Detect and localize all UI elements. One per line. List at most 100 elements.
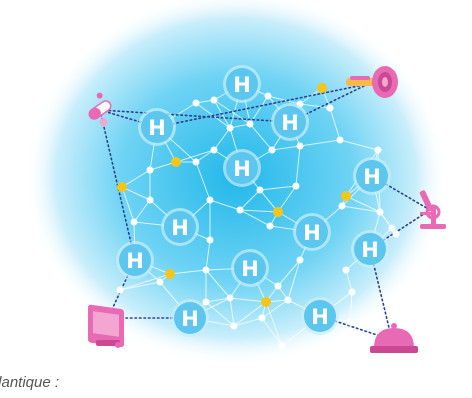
- network-node: [230, 322, 238, 330]
- hub-label: H: [233, 157, 251, 181]
- hub-label: H: [181, 307, 199, 331]
- mesh-line: [329, 107, 341, 141]
- mesh-line: [259, 185, 297, 191]
- data-node: [171, 157, 181, 167]
- mesh-line: [233, 317, 263, 327]
- mesh-line: [261, 299, 289, 319]
- network-node: [274, 282, 282, 290]
- hospital-hub: H: [161, 208, 199, 246]
- network-node: [258, 314, 266, 322]
- network-node: [226, 124, 234, 132]
- mesh-line: [239, 209, 271, 227]
- network-node: [296, 256, 304, 264]
- network-node: [256, 186, 264, 194]
- network-node: [206, 196, 214, 204]
- hub-label: H: [233, 73, 251, 97]
- mesh-line: [265, 301, 283, 347]
- network-node: [296, 142, 304, 150]
- network-node: [116, 286, 124, 294]
- data-node: [117, 182, 127, 192]
- mesh-line: [287, 259, 301, 301]
- network-node: [278, 342, 286, 350]
- network-node: [374, 146, 382, 154]
- hospital-hub: H: [351, 230, 389, 268]
- hospital-hub: H: [293, 213, 331, 251]
- mesh-line: [249, 123, 273, 151]
- hospital-hub: H: [223, 149, 261, 187]
- mesh-line: [205, 269, 231, 299]
- network-node: [348, 288, 356, 296]
- data-node: [341, 191, 351, 201]
- mesh-line: [345, 269, 353, 293]
- network-node: [392, 230, 400, 238]
- network-node: [210, 96, 218, 104]
- network-node: [156, 278, 164, 286]
- hospital-hub: H: [301, 297, 339, 335]
- hub-label: H: [311, 305, 329, 329]
- hospital-hub: H: [271, 103, 309, 141]
- network-node: [206, 236, 214, 244]
- mesh-line: [271, 145, 301, 151]
- network-node: [130, 218, 138, 226]
- network-node: [192, 99, 200, 107]
- medical-bell-icon: [370, 323, 418, 353]
- hub-label: H: [241, 257, 259, 281]
- mesh-line: [299, 103, 331, 109]
- mesh-line: [267, 95, 301, 105]
- mesh-line: [119, 273, 171, 291]
- hub-label: H: [363, 165, 381, 189]
- network-node: [292, 182, 300, 190]
- hub-label: H: [148, 116, 166, 140]
- mri-scanner-icon: [346, 66, 398, 98]
- device-link: [99, 109, 291, 123]
- mesh-line: [121, 169, 151, 188]
- mesh-line: [229, 297, 267, 303]
- data-node: [273, 207, 283, 217]
- mesh-line: [339, 139, 379, 151]
- hub-label: H: [281, 111, 299, 135]
- mesh-line: [277, 259, 301, 287]
- mesh-line: [119, 281, 161, 291]
- hospital-hub: H: [223, 65, 261, 103]
- network-node: [284, 296, 292, 304]
- mesh-line: [195, 161, 211, 201]
- device-link: [156, 83, 369, 128]
- network-node: [376, 208, 384, 216]
- mesh-line: [205, 297, 231, 303]
- hospital-hub: H: [231, 249, 269, 287]
- mesh-line: [175, 149, 215, 163]
- mesh-line: [121, 186, 135, 223]
- mesh-line: [229, 297, 235, 327]
- network-node: [236, 206, 244, 214]
- network-node: [202, 266, 210, 274]
- mesh-line: [299, 139, 341, 147]
- pill-capsule-icon: [88, 92, 112, 127]
- mesh-line: [209, 199, 241, 211]
- hospital-hub: H: [116, 241, 154, 279]
- mesh-line: [277, 185, 297, 213]
- hub-label: H: [361, 238, 379, 262]
- computer-monitor-icon: [88, 304, 124, 348]
- network-node: [246, 120, 254, 128]
- hub-label: H: [171, 216, 189, 240]
- network-node: [266, 222, 274, 230]
- hospital-hub: H: [171, 299, 209, 337]
- data-node: [165, 269, 175, 279]
- mesh-line: [349, 291, 353, 323]
- network-nodes: [116, 83, 400, 350]
- mesh-line: [195, 149, 215, 163]
- microscope-icon: [419, 190, 446, 229]
- network-node: [388, 224, 396, 232]
- data-node: [261, 297, 271, 307]
- mesh-line: [295, 145, 301, 187]
- mesh-line: [133, 199, 151, 223]
- caption-text: tlantique :: [0, 374, 60, 391]
- hospital-hub: H: [353, 157, 391, 195]
- mesh-line: [341, 205, 381, 213]
- hospital-hub: H: [138, 108, 176, 146]
- network-node: [202, 298, 210, 306]
- network-node: [338, 202, 346, 210]
- mesh-line: [169, 269, 207, 275]
